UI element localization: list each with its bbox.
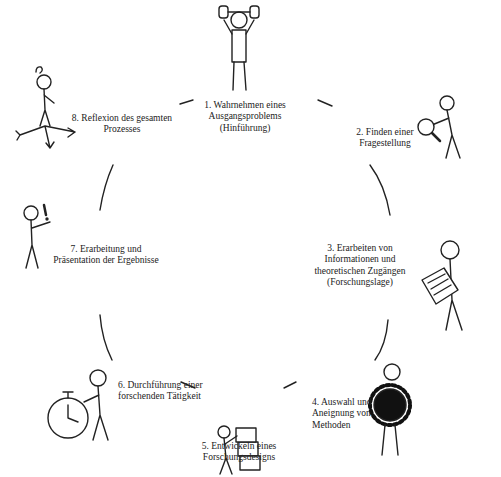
step-label: 2. Finden einer Fragestellung [335,127,435,150]
magnifier-figure [418,96,460,158]
reflection-figure [16,67,75,148]
step-label: 7. Erarbeitung und Präsentation der Erge… [50,244,162,267]
presenting-figure [24,205,50,268]
step-label: 6. Durchführung einer forschenden Tätigk… [118,380,230,403]
stopwatch-figure [48,370,108,440]
step-label: 3. Erarbeiten von Informationen und theo… [306,243,414,289]
step-label: 5. Entwickeln eines Forschungsdesigns [183,441,295,464]
reading-figure [422,241,462,330]
step-label: 8. Reflexion des gesamten Prozesses [66,113,178,136]
step-label: 1. Wahrnehmen eines Ausgangsproblems (Hi… [195,100,295,134]
gear-figure [370,364,410,455]
step-label: 4. Auswahl und Aneignung von Methoden [312,397,394,431]
binoculars-figure [219,6,259,90]
